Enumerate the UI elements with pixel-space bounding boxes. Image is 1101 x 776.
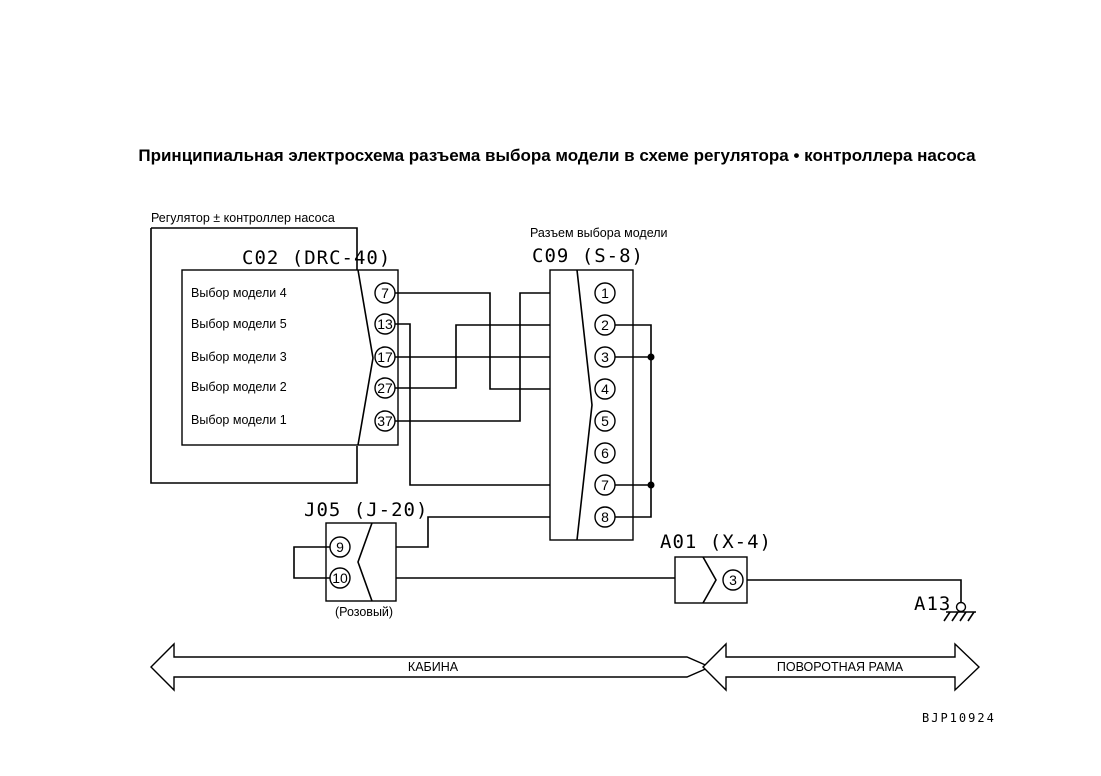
c02-signal-label: Выбор модели 1 xyxy=(191,413,287,427)
ground-icon xyxy=(943,611,975,622)
c02-pin-number: 37 xyxy=(377,413,393,429)
drawing-code: BJP10924 xyxy=(922,711,996,725)
c09-pin-number: 4 xyxy=(601,381,609,397)
wire-model-5 xyxy=(395,323,550,486)
j05-pin-number: 10 xyxy=(332,570,348,586)
c02-signal-label: Выбор модели 4 xyxy=(191,286,287,300)
jumper-pin-8 xyxy=(615,485,652,518)
c09-pin xyxy=(594,410,616,432)
c09-pin-number: 2 xyxy=(601,317,609,333)
c09-pin xyxy=(594,442,616,464)
j05-connector-body xyxy=(325,522,397,602)
wire-a01-ground xyxy=(747,579,962,603)
c09-pin-number: 8 xyxy=(601,509,609,525)
c09-pin xyxy=(594,282,616,304)
wire-model-4 xyxy=(395,292,550,390)
c02-signal-label: Выбор модели 2 xyxy=(191,380,287,394)
a01-pin-number: 3 xyxy=(729,572,737,588)
controller-label: Регулятор ± контроллер насоса xyxy=(151,211,335,225)
c09-pin xyxy=(594,378,616,400)
zone-label-revolving-frame: ПОВОРОТНАЯ РАМА xyxy=(777,660,904,674)
controller-boundary-top xyxy=(151,227,358,270)
junction-dot xyxy=(647,481,655,489)
signal-wires xyxy=(395,292,550,486)
zone-label-cabin: КАБИНА xyxy=(408,660,459,674)
c02-pin-number: 27 xyxy=(377,380,393,396)
c02-pin-number: 13 xyxy=(377,316,393,332)
c09-pin-number: 7 xyxy=(601,477,609,493)
c02-code: C02 (DRC-40) xyxy=(242,247,391,269)
c09-caption: Разъем выбора модели xyxy=(530,226,668,240)
wire-model-2 xyxy=(395,324,550,389)
diagram-title: Принципиальная электросхема разъема выбо… xyxy=(138,146,976,165)
ground-terminal xyxy=(955,601,967,613)
j05-code: J05 (J-20) xyxy=(304,499,428,521)
c02-pin-number: 7 xyxy=(381,285,389,301)
c02-signal-label: Выбор модели 5 xyxy=(191,317,287,331)
controller-boundary xyxy=(150,228,358,484)
c02-signal-label: Выбор модели 3 xyxy=(191,350,287,364)
c09-code: C09 (S-8) xyxy=(532,245,644,267)
junction-dot xyxy=(647,353,655,361)
c09-pin-number: 6 xyxy=(601,445,609,461)
c09-pins: 1 2 3 4 5 6 7 8 xyxy=(594,282,616,528)
wire-j05-c09 xyxy=(396,516,550,548)
c02-signals: Выбор модели 4 Выбор модели 5 Выбор моде… xyxy=(191,286,287,427)
j05-pin-number: 9 xyxy=(336,539,344,555)
c09-pin-number: 5 xyxy=(601,413,609,429)
j05-color-note: (Розовый) xyxy=(335,605,393,619)
a01-pin xyxy=(722,569,744,591)
c02-plug-chevron xyxy=(357,269,374,446)
c09-jumpers xyxy=(615,324,655,518)
jumper-bus xyxy=(615,324,652,485)
c09-pin-number: 1 xyxy=(601,285,609,301)
a01-code: A01 (X-4) xyxy=(660,531,772,553)
j05-loop-wire xyxy=(293,546,330,579)
c09-pin-number: 3 xyxy=(601,349,609,365)
c02-connector-body xyxy=(181,269,399,446)
c02-pins: 7 13 17 27 37 xyxy=(374,282,396,432)
a01-plug-chevron xyxy=(702,556,717,604)
c09-plug-chevron xyxy=(576,269,593,541)
zone-arrows: КАБИНА ПОВОРОТНАЯ РАМА xyxy=(150,642,981,692)
ground-code: A13 xyxy=(914,593,951,615)
c02-pin-number: 17 xyxy=(377,349,393,365)
wire-model-1 xyxy=(395,292,550,422)
j05-plug-chevron xyxy=(357,522,373,602)
zone-arrow-revolving-frame xyxy=(702,642,981,692)
